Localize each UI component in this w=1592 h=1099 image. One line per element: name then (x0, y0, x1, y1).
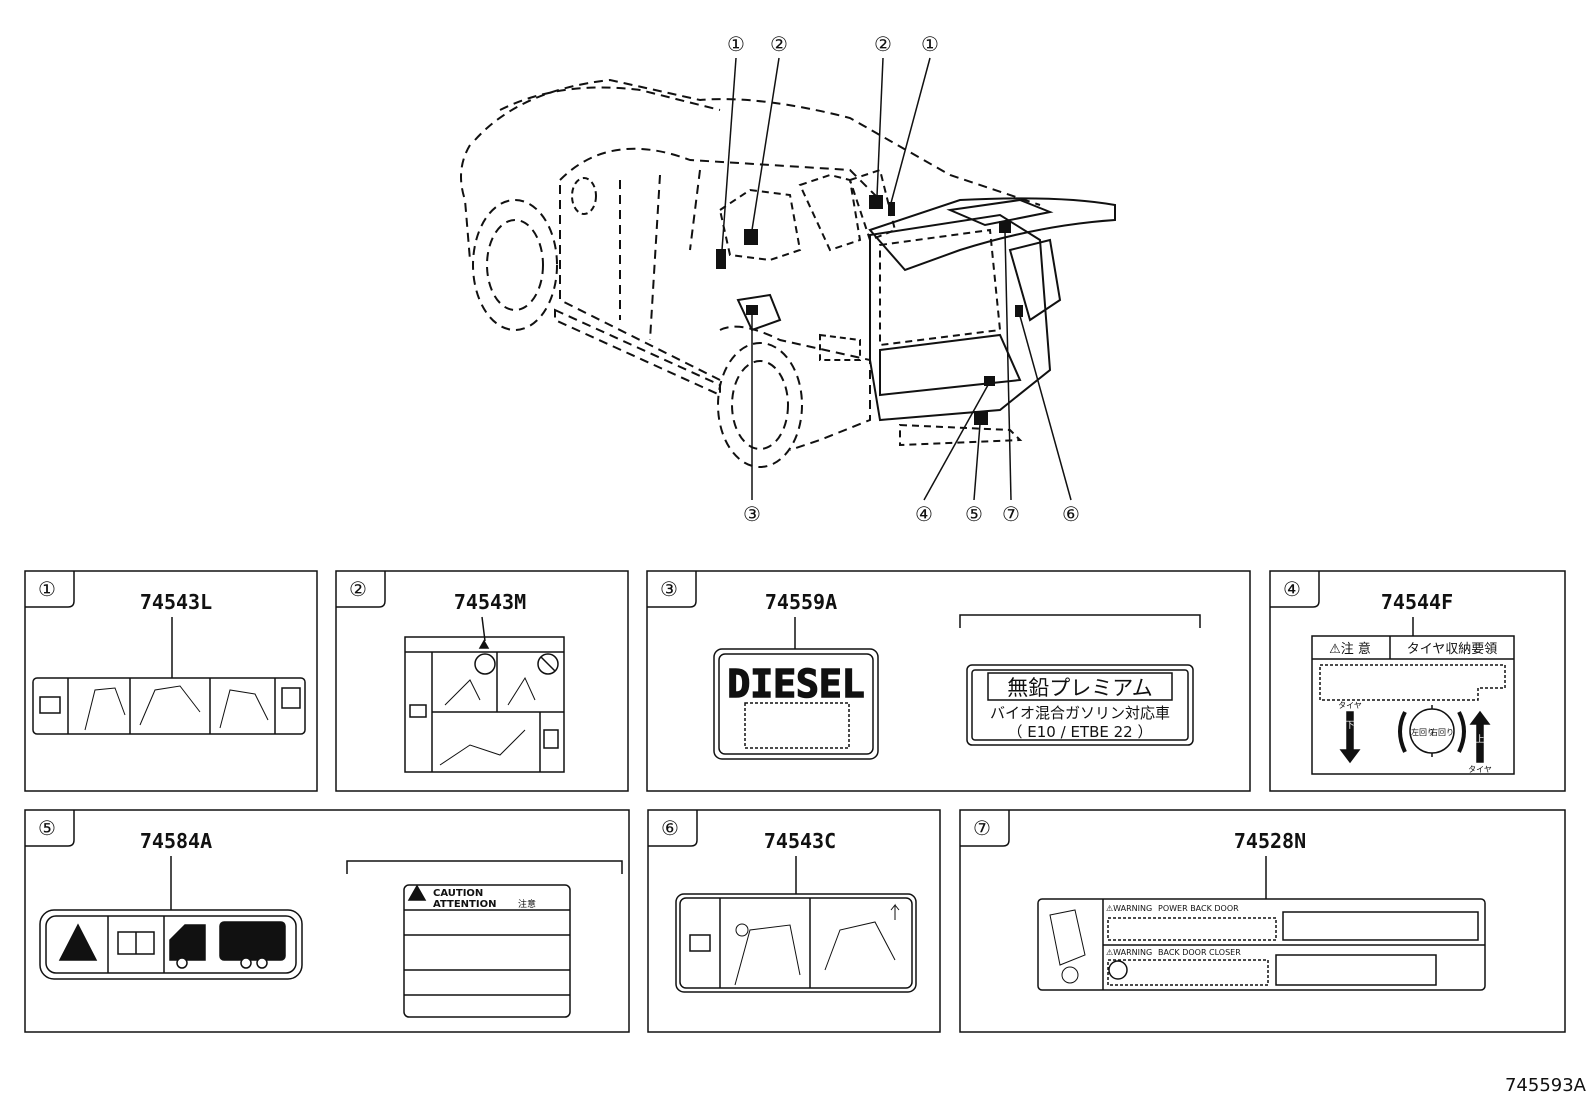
premium-title: 無鉛プレミアム (1007, 676, 1153, 700)
panel-callout: ⑦ (973, 816, 991, 840)
vehicle-callouts: ① ② ② ① ③ ④ ⑤ ⑦ ⑥ (727, 32, 1080, 526)
vehicle-callout: ① (727, 32, 745, 56)
panel-74559A (646, 570, 1251, 792)
caution-label: CAUTION (433, 888, 483, 899)
panel-74584A (24, 809, 630, 1033)
diesel-label: DIESEL (727, 662, 864, 706)
panel-callout: ⑤ (38, 816, 56, 840)
vehicle-callout: ① (921, 32, 939, 56)
premium-line3: （ E10 / ETBE 22 ） (1008, 723, 1153, 741)
panel-callout: ① (38, 577, 56, 601)
tire-right-turn: 右回り (1430, 727, 1454, 737)
part-number: 74584A (140, 829, 212, 853)
panel-callout: ⑥ (661, 816, 679, 840)
part-number: 74543L (140, 590, 212, 614)
diagram-id: 745593A (1505, 1075, 1587, 1096)
vehicle-callout: ⑥ (1062, 502, 1080, 526)
vehicle-callout: ⑦ (1002, 502, 1020, 526)
panel-74543L (24, 570, 318, 792)
vehicle-illustration (460, 57, 1116, 501)
power-back-door-label: POWER BACK DOOR (1158, 904, 1239, 913)
tire-up: 上 (1475, 734, 1484, 745)
part-number: 74559A (765, 590, 837, 614)
tire-title: タイヤ収納要領 (1407, 641, 1498, 657)
tire-caption-right: タイヤ (1468, 765, 1492, 774)
panel-callout: ② (349, 577, 367, 601)
part-number: 74528N (1234, 829, 1306, 853)
panel-callout: ③ (660, 577, 678, 601)
panel-74544F (1269, 570, 1566, 792)
vehicle-callout: ③ (743, 502, 761, 526)
tire-left-turn: 左回り (1411, 727, 1435, 737)
vehicle-callout: ② (770, 32, 788, 56)
tire-down: 下 (1345, 721, 1354, 731)
part-number: 74544F (1381, 590, 1453, 614)
attention-label: ATTENTION (433, 899, 496, 910)
part-number: 74543C (764, 829, 836, 853)
vehicle-callout: ⑤ (965, 502, 983, 526)
vehicle-callout: ④ (915, 502, 933, 526)
caution-jp-label: 注意 (518, 898, 536, 910)
premium-line2: バイオ混合ガソリン対応車 (990, 704, 1170, 722)
tire-caution: ⚠注 意 (1329, 641, 1371, 657)
panel-callout: ④ (1283, 577, 1301, 601)
panel-74528N (959, 809, 1566, 1033)
panel-74543M (335, 570, 629, 792)
warning-label: ⚠WARNING (1106, 948, 1152, 957)
warning-label: ⚠WARNING (1106, 904, 1152, 913)
tire-caption-left: タイヤ (1338, 701, 1362, 710)
part-number: 74543M (454, 590, 526, 614)
panel-74543C (647, 809, 941, 1033)
vehicle-callout: ② (874, 32, 892, 56)
back-door-closer-label: BACK DOOR CLOSER (1158, 948, 1241, 957)
